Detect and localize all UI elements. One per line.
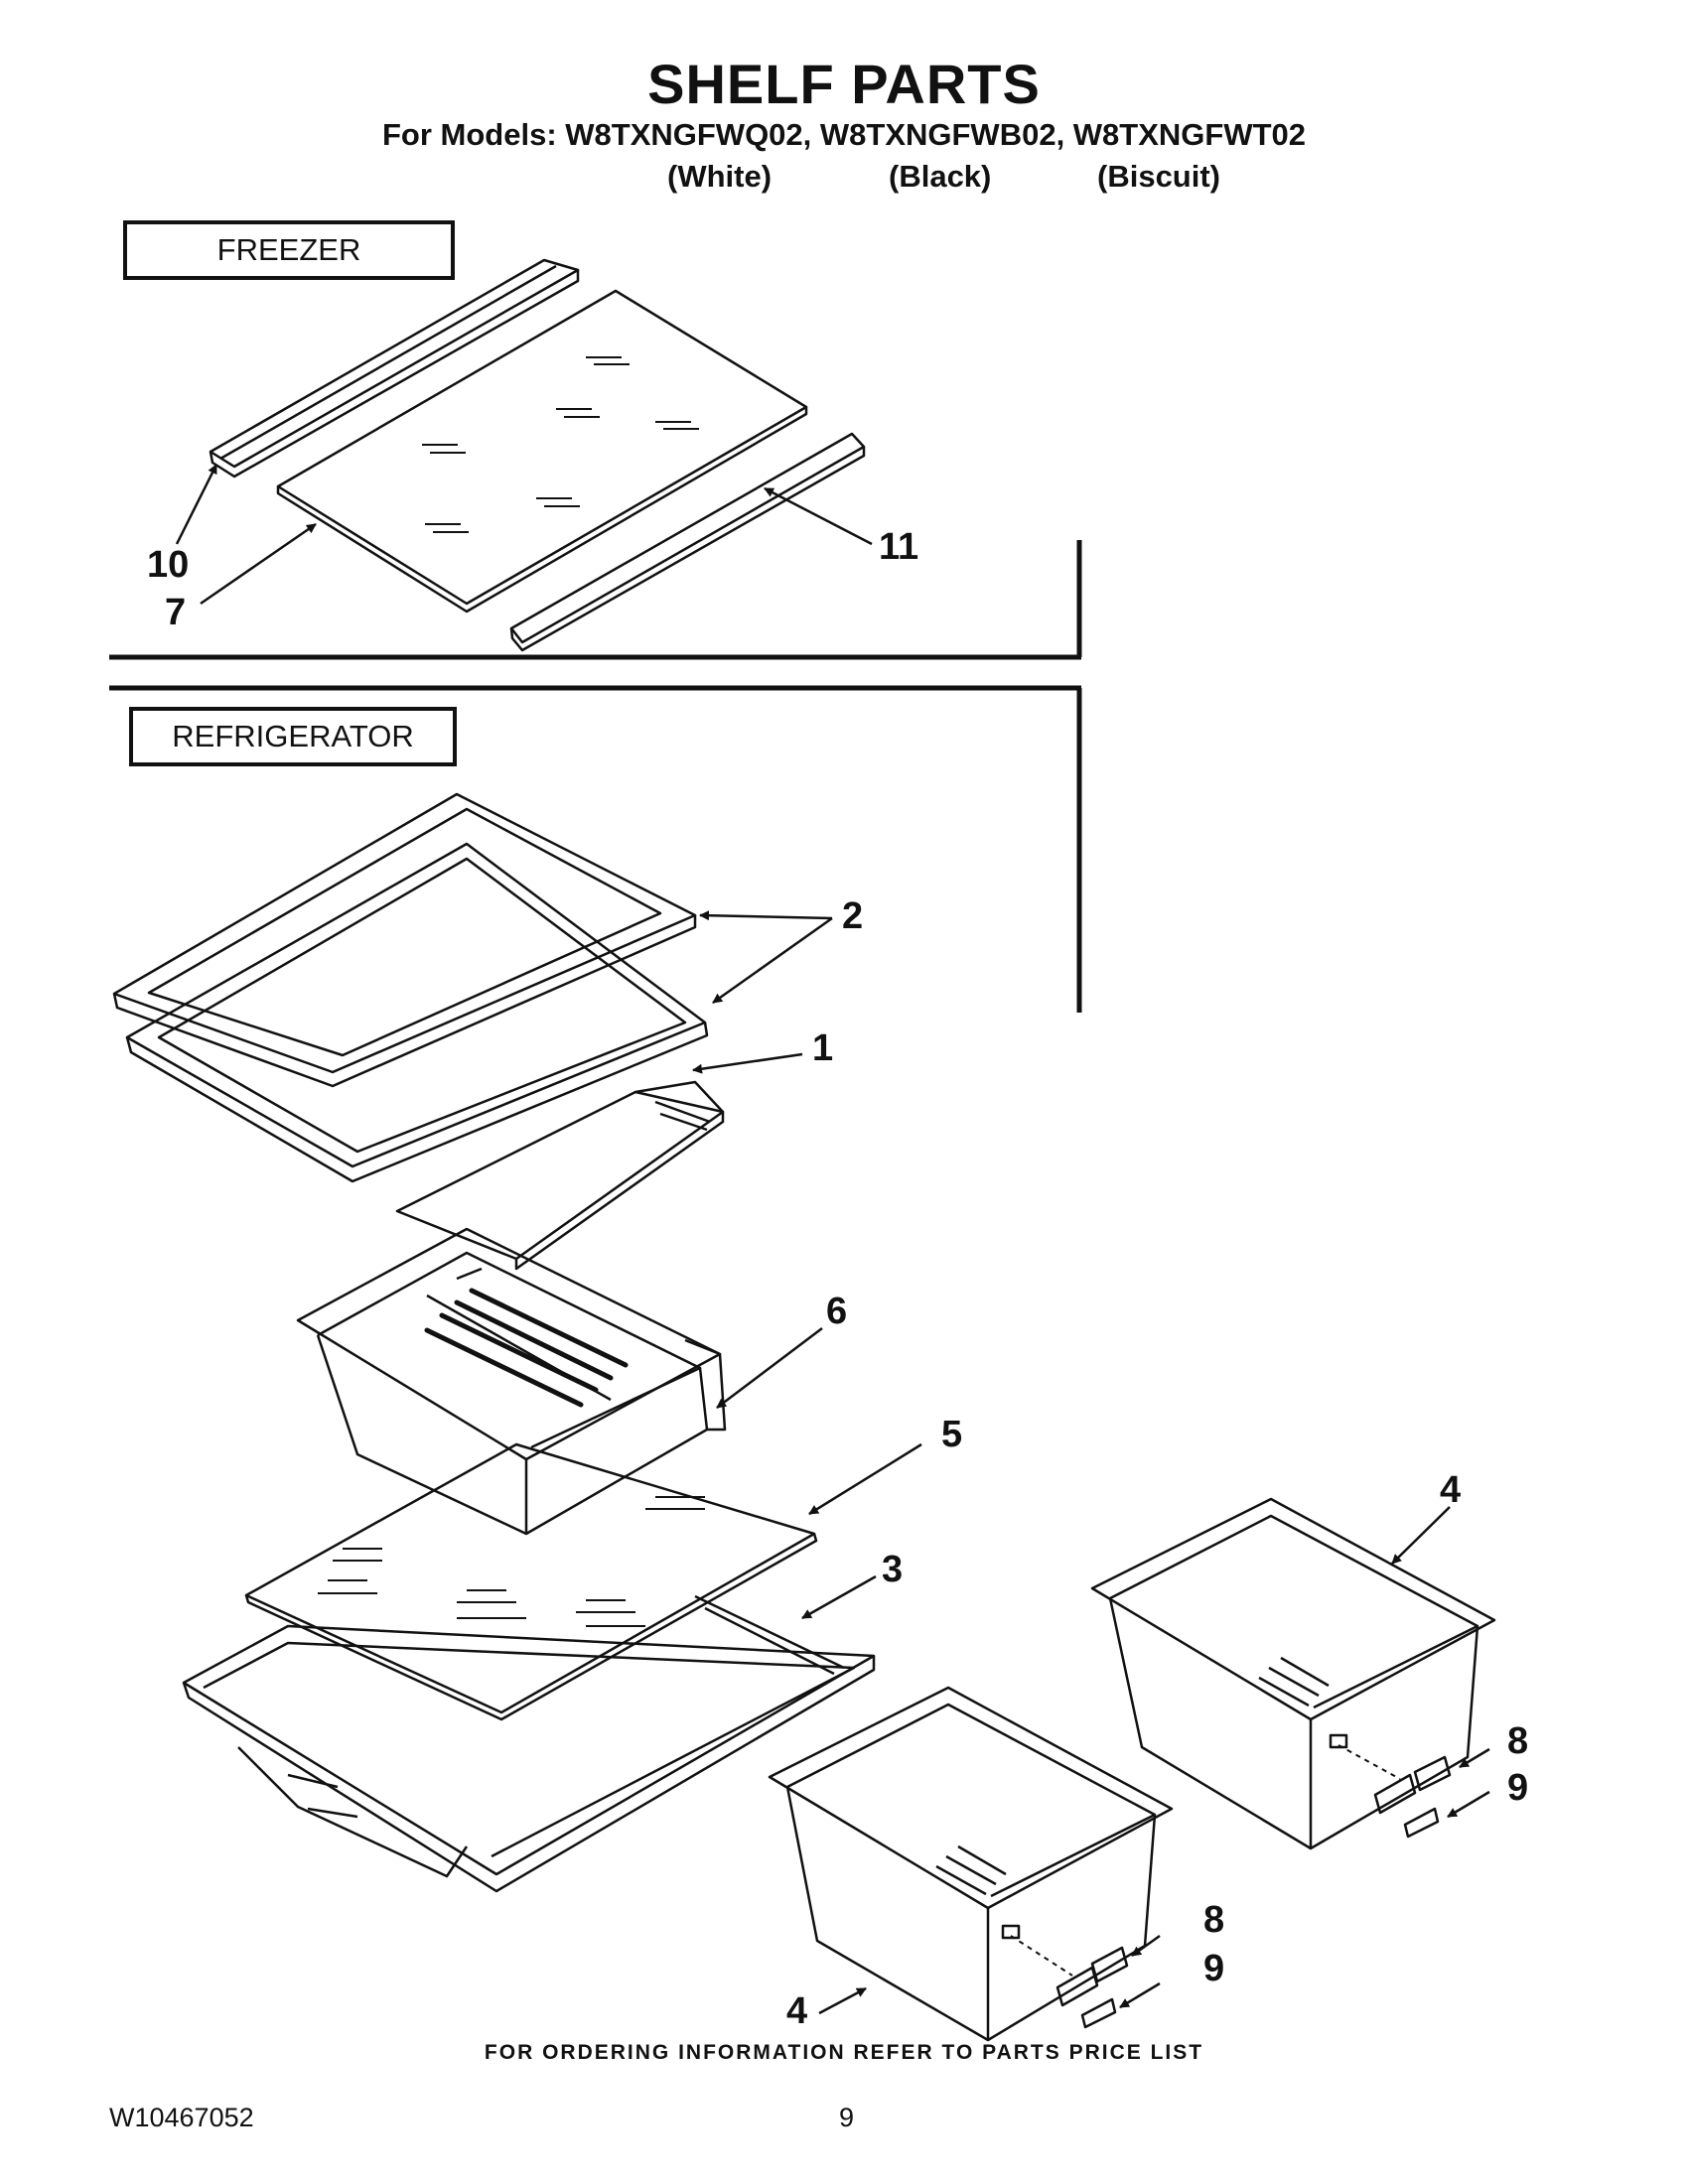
part-3-crisper-frame [182, 1594, 876, 1893]
part-5-glass-crisper-cover [244, 1442, 818, 1721]
color-black-label: (Black) [889, 159, 992, 194]
leader-4-right [1391, 1506, 1451, 1565]
callout-8-right: 8 [1507, 1720, 1529, 1762]
leader-8-right [1459, 1747, 1490, 1769]
callout-9-left: 9 [1203, 1948, 1225, 1989]
part-1-shelf-support [395, 1080, 725, 1271]
freezer-divider [109, 540, 1082, 660]
leader-4-left [818, 1986, 867, 2015]
leader-5 [808, 1442, 922, 1516]
callout-11: 11 [879, 526, 919, 568]
part-2-shelf-frame [112, 792, 709, 1183]
color-biscuit-label: (Biscuit) [1097, 159, 1220, 194]
leader-9-left [1119, 1981, 1161, 2009]
leader-9-right [1447, 1790, 1490, 1819]
callout-4-right: 4 [1440, 1469, 1462, 1511]
callout-5: 5 [941, 1414, 963, 1455]
leader-2a [699, 910, 833, 921]
refrigerator-label-text: REFRIGERATOR [172, 719, 414, 753]
callout-2: 2 [842, 895, 864, 937]
leader-6 [716, 1327, 823, 1409]
callout-9-right: 9 [1507, 1767, 1529, 1809]
part-6-deli-drawer [296, 1227, 727, 1536]
freezer-label-text: FREEZER [216, 232, 361, 267]
leader-11 [764, 486, 873, 546]
document-number: W10467052 [109, 2103, 254, 2132]
page-title: SHELF PARTS [647, 53, 1041, 115]
leader-2b [712, 916, 833, 1005]
callout-6: 6 [826, 1291, 848, 1332]
ordering-info-note: FOR ORDERING INFORMATION REFER TO PARTS … [484, 2041, 1204, 2064]
part-4-crisper-drawer-right [1090, 1497, 1496, 1850]
callout-7: 7 [165, 592, 187, 633]
models-line: For Models: W8TXNGFWQ02, W8TXNGFWB02, W8… [381, 117, 1307, 152]
leader-3 [801, 1574, 877, 1620]
color-white-label: (White) [667, 159, 773, 194]
callout-4-left: 4 [786, 1990, 808, 2032]
leader-1 [692, 1052, 803, 1074]
callout-10: 10 [147, 544, 190, 586]
leader-10 [175, 464, 218, 545]
part-11-front-trim [509, 432, 866, 652]
assembly-line-left [1010, 1935, 1073, 1977]
page-number: 9 [839, 2103, 855, 2132]
refrigerator-section-label: REFRIGERATOR [129, 707, 457, 766]
freezer-section-label: FREEZER [123, 220, 455, 280]
part-7-glass-shelf [276, 289, 808, 614]
refrigerator-divider [109, 685, 1082, 1013]
leader-8-left [1131, 1934, 1161, 1958]
part-4-crisper-drawer-left [768, 1686, 1174, 2042]
assembly-line-right [1337, 1744, 1401, 1780]
callout-8-left: 8 [1203, 1899, 1225, 1941]
leader-7 [200, 522, 317, 606]
callout-1: 1 [812, 1027, 834, 1069]
callout-3: 3 [882, 1549, 904, 1590]
part-10-rear-trim [209, 258, 580, 478]
